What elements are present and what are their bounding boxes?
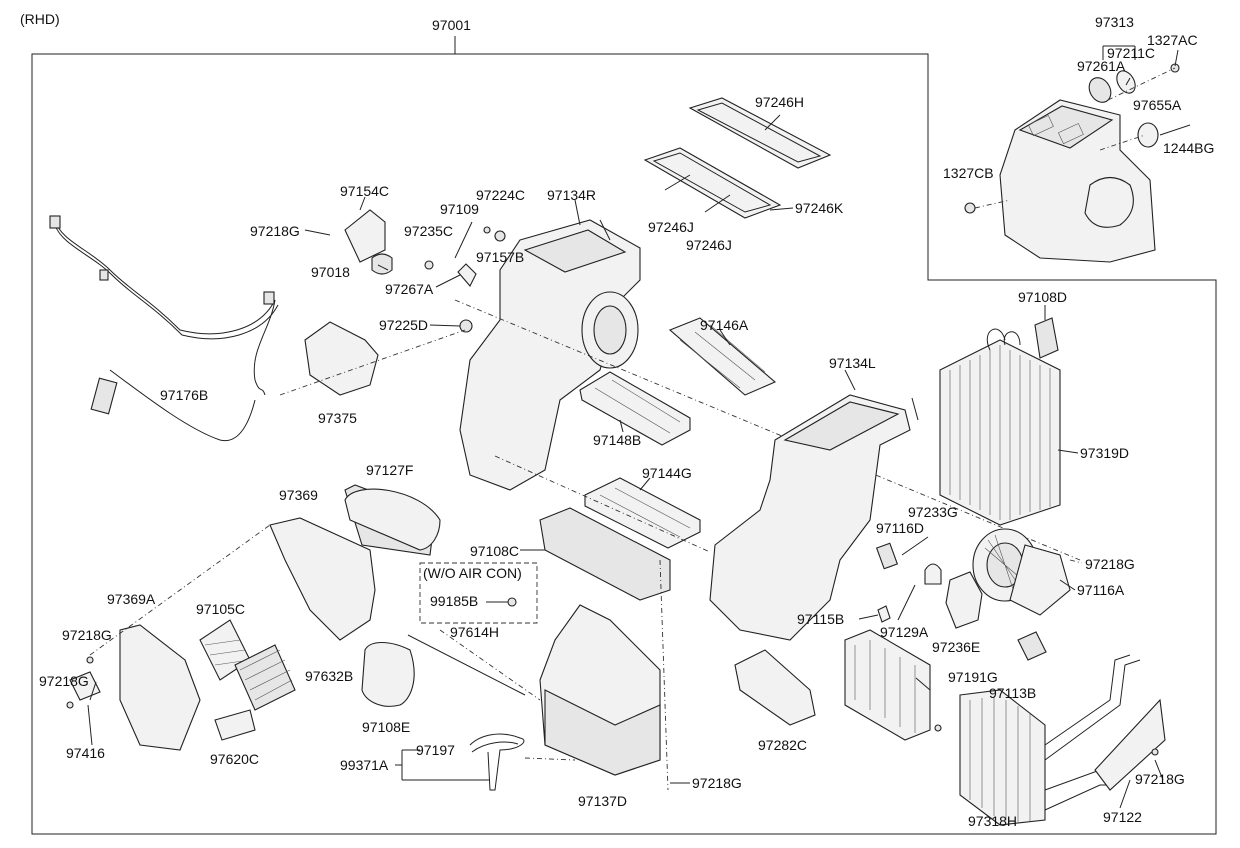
- label-97246J-2: 97246J: [686, 237, 732, 253]
- label-97116A: 97116A: [1077, 582, 1125, 598]
- label-97225D: 97225D: [379, 317, 428, 333]
- label-97129A: 97129A: [880, 624, 929, 640]
- label-97108E: 97108E: [362, 719, 410, 735]
- label-97218G-6: 97218G: [692, 775, 742, 791]
- label-97282C: 97282C: [758, 737, 807, 753]
- lower-case: [439, 559, 669, 791]
- wiring-harness: [49, 215, 279, 442]
- label-97416: 97416: [66, 745, 105, 761]
- label-99185B: 99185B: [430, 593, 478, 609]
- part-labels: (RHD) 97001 97313 1327AC 97211C 97261A 9…: [20, 11, 1214, 829]
- label-97620C: 97620C: [210, 751, 259, 767]
- label-97113B: 97113B: [989, 685, 1036, 701]
- label-1327AC: 1327AC: [1147, 32, 1198, 48]
- label-97218G-4: 97218G: [39, 673, 89, 689]
- drain-hose: [469, 733, 576, 791]
- label-97108D: 97108D: [1018, 289, 1067, 305]
- lower-left-parts: [66, 484, 526, 751]
- label-97137D: 97137D: [578, 793, 627, 809]
- assembly-number: 97001: [432, 17, 471, 33]
- label-97211C: 97211C: [1107, 45, 1155, 61]
- label-97116D: 97116D: [876, 520, 924, 536]
- label-97176B: 97176B: [160, 387, 208, 403]
- label-97375: 97375: [318, 410, 357, 426]
- label-97655A: 97655A: [1133, 97, 1182, 113]
- heater-case-right: [459, 219, 641, 491]
- blower-motor: [945, 528, 1083, 661]
- label-97218G-5: 97218G: [1135, 771, 1185, 787]
- heater-core-large: [959, 654, 1166, 826]
- label-97134L: 97134L: [829, 355, 876, 371]
- actuator-parts: [279, 209, 506, 396]
- label-97109: 97109: [440, 201, 479, 217]
- duct-97282C: [734, 649, 816, 726]
- part-99185B: [507, 597, 517, 607]
- label-97218G-1: 97218G: [250, 223, 300, 239]
- label-97218G-3: 97218G: [62, 627, 112, 643]
- label-97218G-2: 97218G: [1085, 556, 1135, 572]
- mid-filters: [454, 299, 1081, 601]
- label-97267A: 97267A: [385, 281, 434, 297]
- label-97319D: 97319D: [1080, 445, 1129, 461]
- heater-core-small: [844, 629, 942, 741]
- label-1244BG: 1244BG: [1163, 140, 1214, 156]
- label-97246H: 97246H: [755, 94, 804, 110]
- label-97146A: 97146A: [700, 317, 749, 333]
- label-97614H: 97614H: [450, 624, 499, 640]
- blower-module-inset: [964, 45, 1191, 263]
- label-97127F: 97127F: [366, 462, 413, 478]
- label-97154C: 97154C: [340, 183, 389, 199]
- label-97236E: 97236E: [932, 639, 980, 655]
- label-97191G: 97191G: [948, 669, 998, 685]
- label-97261A: 97261A: [1077, 58, 1126, 74]
- label-97233G: 97233G: [908, 504, 958, 520]
- label-97318H: 97318H: [968, 813, 1017, 829]
- label-97134R: 97134R: [547, 187, 596, 203]
- label-97235C: 97235C: [404, 223, 453, 239]
- label-97246J-1: 97246J: [648, 219, 694, 235]
- wo-air-con-note: (W/O AIR CON): [423, 565, 522, 581]
- label-97313: 97313: [1095, 14, 1134, 30]
- leader-lines: [87, 49, 1179, 809]
- label-97148B: 97148B: [593, 432, 641, 448]
- label-97105C: 97105C: [196, 601, 245, 617]
- label-97246K: 97246K: [795, 200, 844, 216]
- label-1327CB: 1327CB: [943, 165, 994, 181]
- label-97224C: 97224C: [476, 187, 525, 203]
- label-99371A: 99371A: [340, 757, 389, 773]
- label-97144G: 97144G: [642, 465, 692, 481]
- label-97197: 97197: [416, 742, 455, 758]
- label-97369A: 97369A: [107, 591, 156, 607]
- wo-air-con-box: [419, 562, 538, 624]
- label-97108C: 97108C: [470, 543, 519, 559]
- label-97369: 97369: [279, 487, 318, 503]
- variant-label: (RHD): [20, 11, 60, 27]
- label-97122: 97122: [1103, 809, 1142, 825]
- label-97115B: 97115B: [797, 611, 844, 627]
- label-97632B: 97632B: [305, 668, 353, 684]
- label-97157B: 97157B: [476, 249, 524, 265]
- label-97018: 97018: [311, 264, 350, 280]
- filter-frames: [643, 97, 832, 219]
- evaporator-core: [939, 317, 1061, 526]
- heater-case-left: [709, 394, 942, 641]
